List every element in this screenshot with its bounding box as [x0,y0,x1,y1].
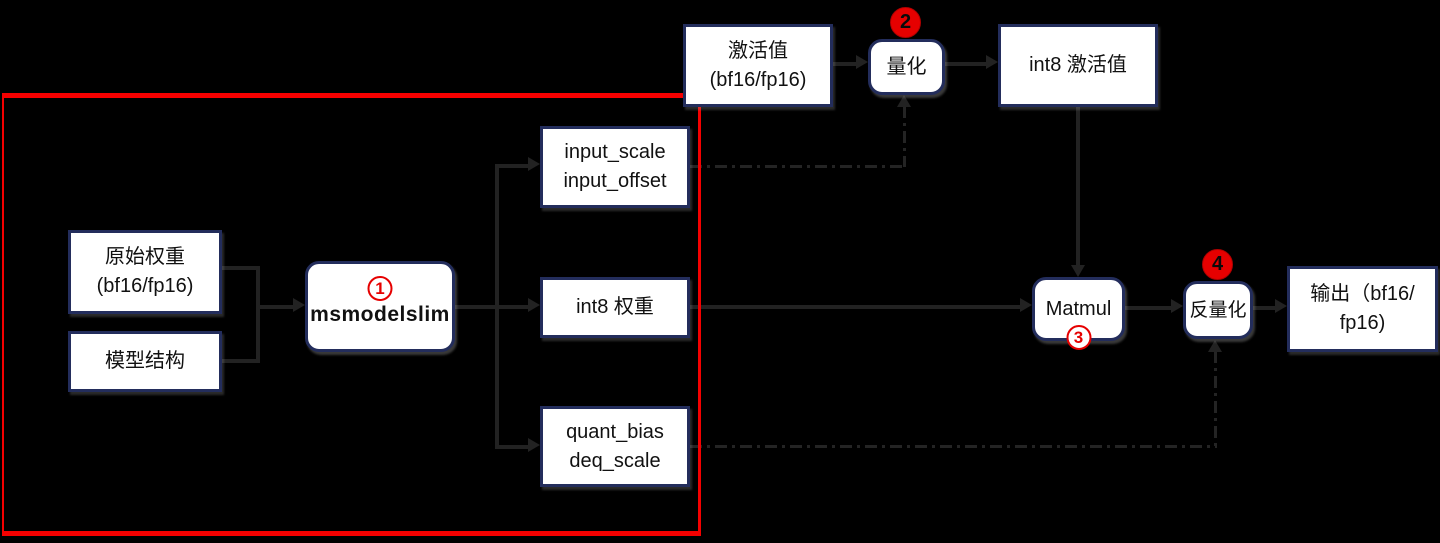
dashed-edge-inputscale-quantize [690,165,906,168]
quantize-label: 量化 [886,55,927,78]
arrowhead-quantbias-dequantize [1208,340,1222,352]
matmul-node: Matmul 3 [1032,277,1125,350]
red-highlight-frame [2,93,701,536]
activation-label-line1: 激活值 [728,39,788,62]
edge-matmul-dequantize [1125,306,1171,310]
arrowhead-int8activation-matmul [1071,265,1085,277]
edge-branch-inputscale [495,164,528,168]
edge-merge-vertical [256,266,260,363]
edge-msmodelslim-branch [455,305,499,309]
edge-quantize-int8activation [945,62,986,66]
original-weights-line2: (bf16/fp16) [96,275,194,297]
output-box: 输出（bf16/ fp16) [1287,266,1438,352]
edge-branch-vertical [495,164,499,449]
original-weights-line1: 原始权重 [105,246,185,268]
quant-bias-box: quant_bias deq_scale [540,406,690,487]
dashed-edge-quantbias-dequantize [690,445,1217,448]
quantize-node: 量化 [868,39,945,95]
dequantize-label: 反量化 [1189,299,1247,321]
edge-activation-quantize [833,62,857,66]
original-weights-box: 原始权重 (bf16/fp16) [68,230,222,314]
dashed-edge-quantbias-dequantize-vertical [1214,351,1217,447]
msmodelslim-node: 1 msmodelslim [305,261,455,352]
edge-weights-merge [222,266,260,270]
model-structure-box: 模型结构 [68,331,222,392]
msmodelslim-label: msmodelslim [310,303,450,326]
activation-label-line2: (bf16/fp16) [709,68,807,91]
int8-activation-box: int8 激活值 [998,24,1158,107]
arrowhead-quantize-int8activation [986,55,998,69]
step-2-badge: 2 [890,7,921,38]
int8-activation-label: int8 激活值 [1029,54,1127,76]
model-structure-label: 模型结构 [105,350,185,372]
matmul-label: Matmul [1045,297,1112,320]
int8-weight-box: int8 权重 [540,277,690,338]
dequantize-node: 反量化 [1183,281,1253,339]
edge-branch-int8weight [499,305,528,309]
dashed-edge-inputscale-quantize-vertical [903,106,906,167]
edge-dequantize-output [1253,306,1275,310]
input-scale-line2: input_offset [563,170,667,192]
arrowhead-branch-int8weight [528,298,540,312]
output-line2: fp16) [1339,312,1386,334]
quant-bias-line2: deq_scale [569,449,661,472]
input-scale-line1: input_scale [564,141,666,163]
arrowhead-merge-msmodelslim [293,298,305,312]
arrowhead-inputscale-quantize [897,95,911,107]
edge-merge-msmodelslim [258,305,293,309]
output-line1: 输出（bf16/ [1310,283,1415,305]
arrowhead-branch-quantbias [528,438,540,452]
arrowhead-int8weight-matmul [1020,298,1032,312]
step-1-badge: 1 [367,276,393,301]
arrowhead-matmul-dequantize [1171,299,1183,313]
activation-box: 激活值 (bf16/fp16) [683,24,833,107]
input-scale-box: input_scale input_offset [540,126,690,208]
arrowhead-activation-quantize [856,55,868,69]
edge-int8activation-matmul [1076,107,1080,265]
step-4-badge: 4 [1202,249,1233,280]
edge-branch-quantbias [495,445,528,449]
edge-structure-merge [222,359,260,363]
quant-bias-line1: quant_bias [566,420,664,443]
step-3-badge: 3 [1066,325,1091,350]
arrowhead-branch-inputscale [528,157,540,171]
edge-int8weight-matmul [690,305,1020,309]
arrowhead-dequantize-output [1275,299,1287,313]
int8-weight-label: int8 权重 [576,296,654,318]
